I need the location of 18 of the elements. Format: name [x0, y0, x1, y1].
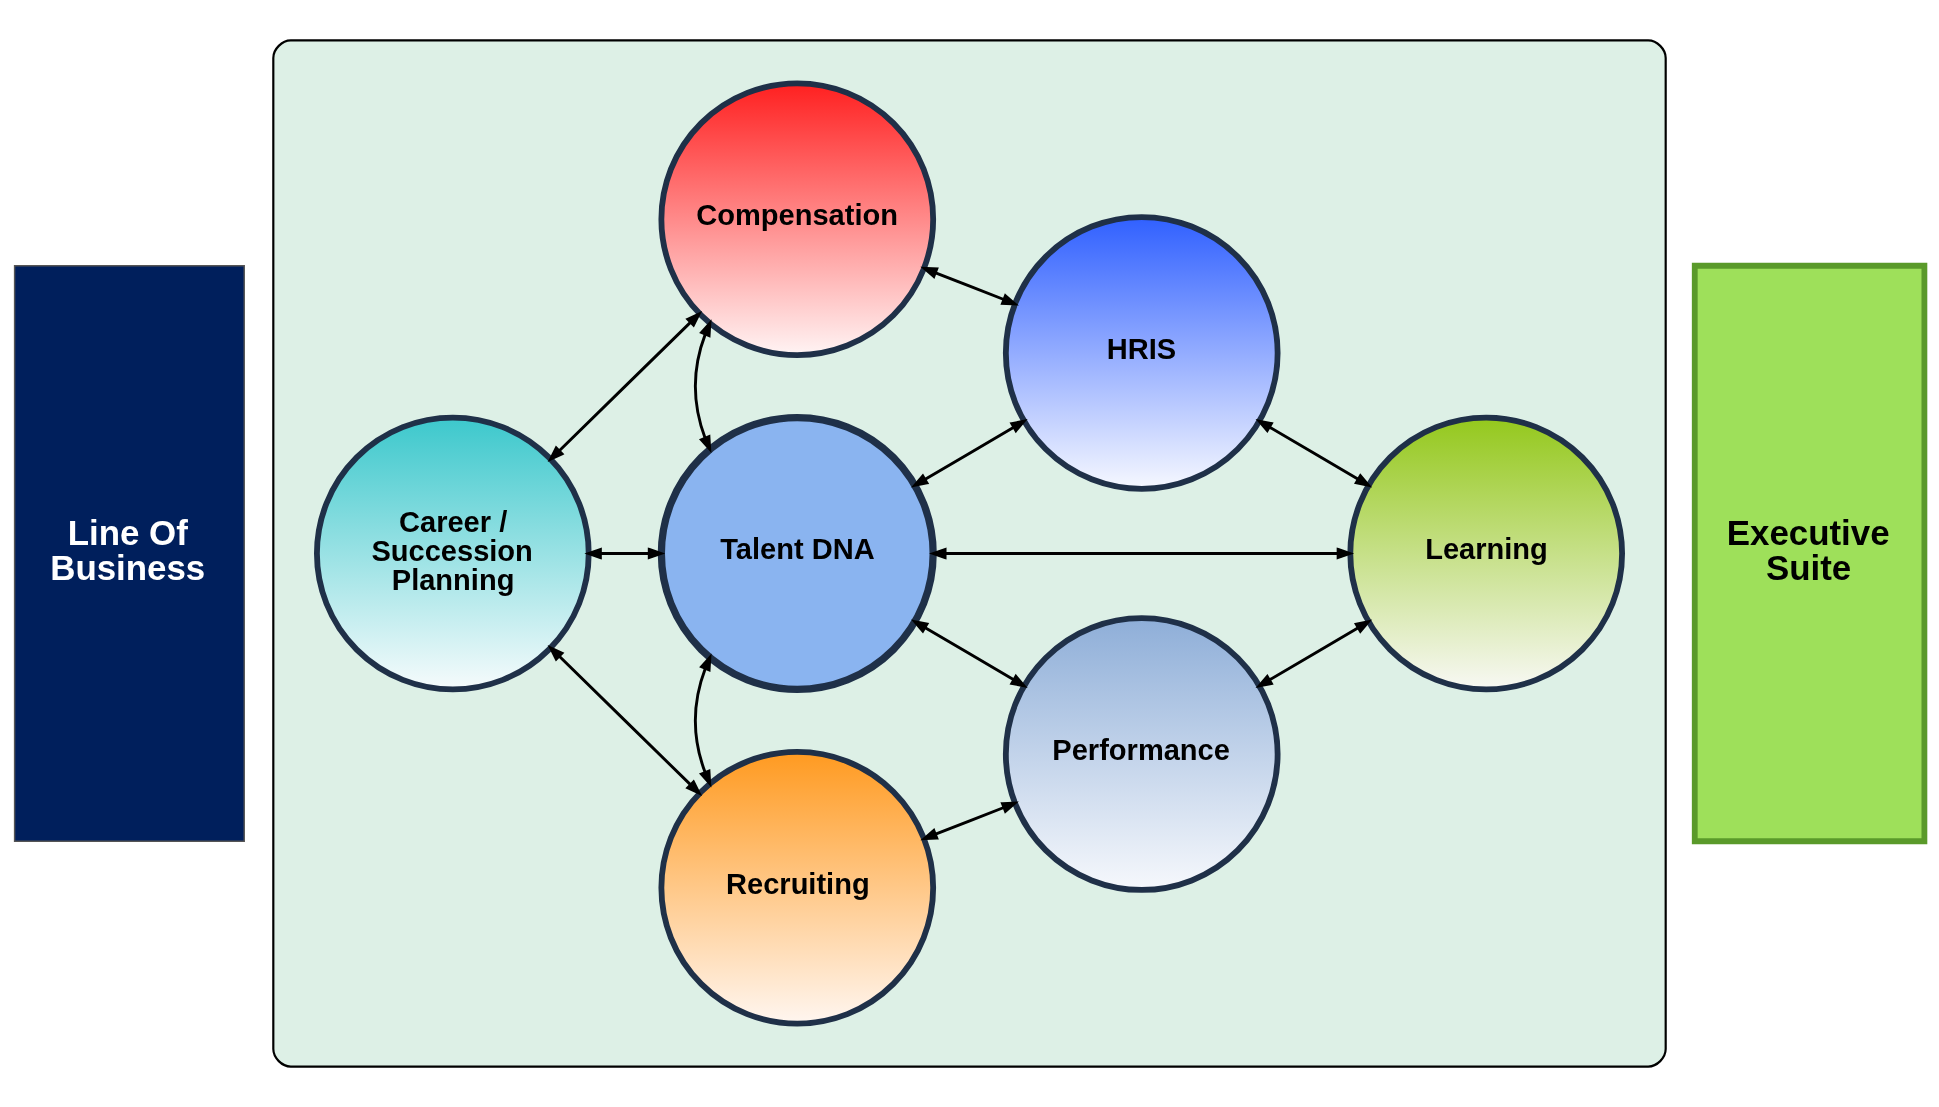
cluster [272, 39, 1667, 1068]
arrow [584, 547, 666, 560]
arrow [1255, 418, 1373, 488]
arrow [547, 644, 703, 797]
arrow [920, 801, 1019, 841]
node-circle: Career / Succession Planning [314, 414, 592, 693]
arrow [693, 319, 712, 454]
node-box: Executive Suite [1691, 262, 1928, 845]
arrow [911, 419, 1028, 488]
node-box: Line Of Business [13, 265, 245, 842]
arrow [911, 619, 1028, 688]
arrow [929, 547, 1355, 560]
arrow [920, 266, 1019, 306]
arrow [1255, 619, 1373, 689]
node-circle: Learning [1347, 414, 1625, 693]
node-circle: Talent DNA [657, 413, 937, 694]
arrow [693, 653, 712, 788]
arrow [547, 310, 703, 463]
